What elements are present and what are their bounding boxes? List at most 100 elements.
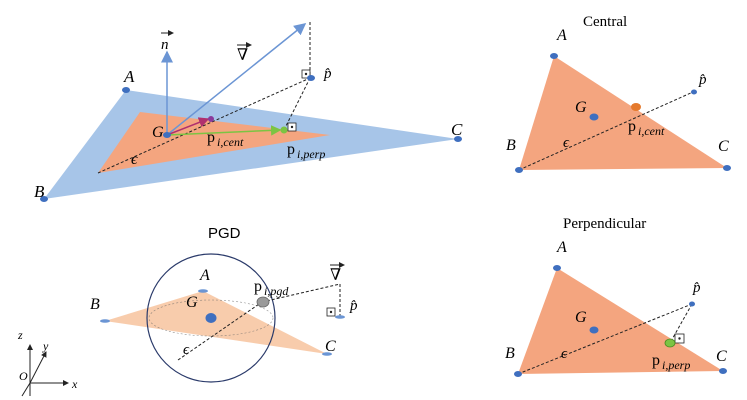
main-label-pperp: p i,perp [287, 141, 325, 161]
main-phat-point [307, 75, 315, 81]
perp-pperp-point [664, 338, 676, 348]
main-pperp-sub: i,perp [297, 147, 325, 161]
pgd-label-ppgd: p i,pgd [254, 278, 289, 298]
main-pcent-sub: i,cent [217, 135, 244, 149]
perp-pperp-sub: i,perp [662, 358, 690, 372]
perp-phat-point [689, 301, 695, 307]
pgd-ppgd-sub: i,pgd [264, 284, 289, 298]
axes-triad: z y x O [17, 328, 78, 397]
central-pcent-point [631, 103, 641, 111]
central-phat-point [691, 89, 697, 95]
perp-G-point [589, 326, 599, 334]
pgd-sphere [146, 253, 276, 383]
central-label-G: G [575, 99, 587, 116]
perp-label-eps: ϵ [561, 346, 568, 362]
right-angle-dot-bottom [290, 125, 294, 129]
central-pcent-sub: i,cent [638, 124, 665, 138]
main-label-A: A [123, 67, 135, 86]
main-panel: A B C G ϵ n ∇ p̂ p i,cent p i,perp [34, 22, 463, 202]
perp-dashed-line [517, 303, 693, 375]
pgd-label-B: B [90, 296, 100, 313]
central-label-B: B [506, 137, 516, 154]
pgd-ppgd-base: p [254, 278, 262, 295]
axis-label-origin: O [19, 369, 28, 383]
main-orange-triangle [98, 112, 330, 173]
central-label-pcent: p i,cent [628, 118, 665, 138]
perp-label-B: B [505, 345, 515, 362]
pgd-vertex-A [198, 289, 208, 293]
pgd-label-C: C [325, 338, 336, 355]
pgd-label-A: A [199, 267, 210, 284]
central-label-phat: p̂ [698, 72, 707, 88]
gradient-vector [166, 23, 307, 136]
neg-y-axis [21, 382, 31, 397]
pgd-title: PGD [208, 225, 241, 242]
pgd-label-phat: p̂ [349, 298, 358, 314]
central-label-C: C [718, 138, 729, 155]
pgd-dashed-line [177, 301, 263, 361]
main-label-C: C [451, 120, 463, 139]
main-label-G: G [152, 124, 164, 141]
perp-pperp-base: p [652, 352, 660, 369]
main-label-nabla: ∇ [237, 47, 248, 64]
right-angle-dot-top [304, 72, 308, 76]
pgd-orange-triangle [105, 291, 327, 354]
pgd-vertex-B [100, 319, 110, 323]
pgd-G-point [205, 313, 217, 323]
pgd-phat-point [335, 315, 345, 319]
main-pperp-point [280, 126, 288, 134]
perp-vertex-B [514, 371, 522, 377]
main-vertex-B [40, 196, 48, 202]
perp-label-C: C [716, 348, 727, 365]
central-panel: Central A B C G ϵ p̂ p i,cent [506, 14, 731, 173]
central-vertex-C [723, 165, 731, 171]
perpendicular-title: Perpendicular [563, 216, 646, 232]
perp-orange-triangle [518, 268, 723, 374]
pgd-dashed-to-nabla [261, 283, 341, 303]
pgd-sphere-equator [148, 299, 274, 337]
main-vertex-C [454, 136, 462, 142]
pgd-ppgd-point [256, 296, 270, 308]
perp-vertex-C [719, 368, 727, 374]
central-pcent-base: p [628, 118, 636, 135]
main-label-pcent: p i,cent [207, 129, 244, 149]
axis-label-z: z [17, 328, 23, 342]
central-G-point [589, 113, 599, 121]
pgd-label-eps: ϵ [183, 342, 190, 358]
main-label-phat: p̂ [323, 66, 332, 82]
axis-label-x: x [71, 377, 78, 391]
central-dashed-line [518, 91, 694, 171]
main-pcent-base: p [207, 129, 215, 146]
perp-vertex-A [553, 265, 561, 271]
pgd-vertex-C [322, 352, 332, 356]
main-vertex-A [122, 87, 130, 93]
main-label-B: B [34, 182, 45, 201]
main-pcent-point [208, 116, 214, 122]
perp-label-pperp: p i,perp [652, 352, 690, 372]
pgd-panel: PGD A B C G ϵ p̂ ∇ p i,pgd [90, 225, 358, 383]
axis-label-y: y [42, 339, 49, 353]
to-pcent-vector [166, 117, 210, 136]
perp-dashed-perp [669, 303, 693, 344]
central-orange-triangle [519, 56, 727, 170]
y-axis [29, 351, 47, 384]
main-label-eps: ϵ [131, 151, 138, 168]
pgd-right-angle-dot [329, 310, 333, 314]
main-G-point [163, 132, 171, 138]
central-vertex-B [515, 167, 523, 173]
central-vertex-A [550, 53, 558, 59]
pgd-label-G: G [186, 294, 198, 311]
pgd-label-nabla: ∇ [330, 267, 341, 284]
perp-right-angle-dot [678, 337, 681, 340]
central-title: Central [583, 14, 627, 30]
perp-label-G: G [575, 309, 587, 326]
to-pperp-vector [166, 125, 282, 136]
central-label-A: A [556, 27, 567, 44]
perp-label-A: A [556, 239, 567, 256]
main-pperp-base: p [287, 141, 295, 158]
main-label-n: n [161, 37, 169, 53]
perp-label-phat: p̂ [692, 280, 701, 296]
central-label-eps: ϵ [563, 135, 570, 151]
perpendicular-panel: Perpendicular A B C G ϵ p̂ p i,perp [505, 216, 727, 377]
